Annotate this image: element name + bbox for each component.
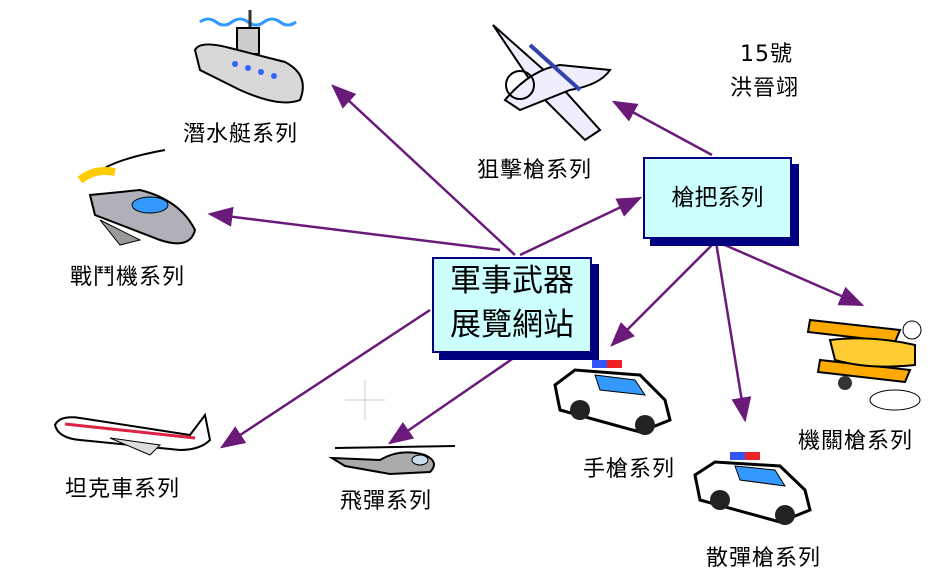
node-submarine: 潛水艇系列	[183, 122, 299, 147]
arrow-to-tank	[219, 308, 431, 449]
node-missile: 飛彈系列	[340, 489, 433, 514]
police-car-icon	[553, 360, 672, 435]
biplane-icon	[806, 318, 922, 411]
center-line-1: 軍事武器	[450, 263, 574, 299]
arrow-to-pistol	[610, 241, 716, 347]
arrow-to-hub	[519, 196, 643, 257]
author-number: 15號	[740, 42, 793, 67]
airliner-icon	[53, 412, 212, 456]
fighter-jet-icon	[77, 149, 197, 246]
center-line-2: 展覽網站	[450, 307, 574, 343]
node-machinegun: 機關槍系列	[798, 429, 914, 454]
arrow-to-shotgun	[714, 241, 752, 423]
author-name: 洪晉翊	[730, 76, 800, 101]
node-pistol: 手槍系列	[583, 457, 676, 482]
arrow-to-sniper	[611, 100, 713, 157]
node-tank: 坦克車系列	[65, 477, 181, 502]
arrow-to-machinegun	[717, 240, 865, 307]
arrow-to-fighter	[207, 206, 501, 252]
center-node: 軍事武器 展覽網站	[432, 257, 592, 353]
helicopter-icon	[328, 380, 456, 476]
police-car-icon	[693, 452, 812, 525]
submarine-icon	[193, 10, 304, 104]
node-shotgun: 散彈槍系列	[706, 546, 822, 571]
arrow-to-submarine	[331, 84, 516, 256]
hub-node: 槍把系列	[643, 157, 792, 239]
node-sniper: 狙擊槍系列	[477, 158, 593, 183]
arrow-to-missile	[387, 353, 519, 445]
node-fighter: 戰鬥機系列	[70, 265, 186, 290]
propeller-plane-icon	[492, 24, 612, 142]
